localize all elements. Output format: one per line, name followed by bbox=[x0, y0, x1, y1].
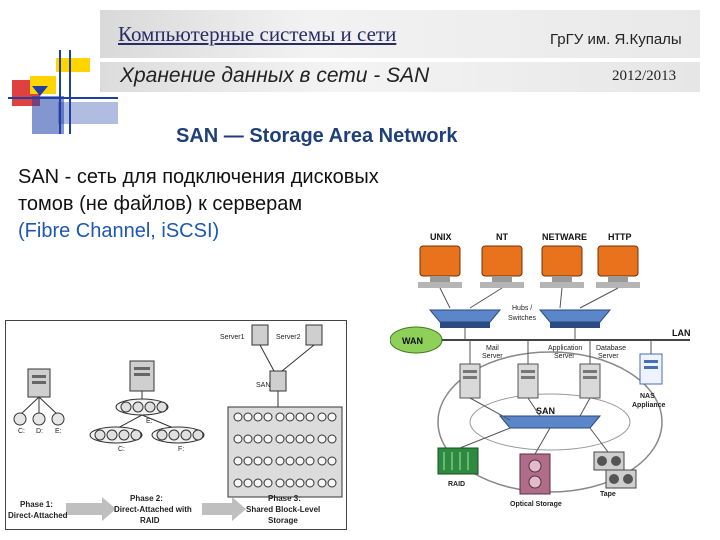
server-icon bbox=[252, 325, 268, 345]
phase2-desc2: RAID bbox=[140, 516, 160, 525]
svg-text:E:: E: bbox=[55, 428, 62, 435]
optical-label: Optical Storage bbox=[510, 501, 562, 508]
unix-label: UNIX bbox=[430, 232, 452, 242]
phase3-desc1: Shared Block-Level bbox=[246, 505, 320, 514]
computer-icon bbox=[596, 246, 640, 288]
san-label-left: SAN bbox=[256, 382, 270, 389]
university-logo bbox=[8, 50, 118, 140]
academic-year: 2012/2013 bbox=[612, 68, 676, 85]
server-icon bbox=[518, 364, 538, 398]
server-icon bbox=[580, 364, 600, 398]
raid-icon bbox=[438, 448, 478, 474]
tape-label: Tape bbox=[600, 491, 616, 498]
server-icon bbox=[130, 361, 154, 391]
lan-label: LAN bbox=[672, 328, 691, 338]
svg-text:F:: F: bbox=[178, 446, 184, 453]
raid-label: RAID bbox=[448, 481, 465, 488]
tape-icon bbox=[594, 452, 636, 488]
server2-label: Server2 bbox=[276, 334, 301, 341]
phase2-label: Phase 2: bbox=[130, 494, 163, 503]
http-label: HTTP bbox=[608, 232, 632, 242]
switches-label: Switches bbox=[508, 315, 537, 322]
computer-icon bbox=[480, 246, 524, 288]
san-network-diagram: UNIX NT NETWARE HTTP Hubs / Switches WAN… bbox=[390, 230, 712, 520]
hubs-label: Hubs / bbox=[512, 305, 532, 312]
db-label-1: Database bbox=[596, 345, 626, 352]
disk-icon bbox=[14, 413, 26, 425]
wan-label: WAN bbox=[402, 336, 423, 346]
body-line-2: томов (не файлов) к серверам bbox=[18, 191, 478, 218]
nas-label-1: NAS bbox=[640, 393, 655, 400]
storage-phases-diagram: C:D:E: E: C:F: Server1 bbox=[5, 320, 347, 530]
slide-heading: SAN — Storage Area Network bbox=[176, 125, 458, 148]
computer-icon bbox=[418, 246, 462, 288]
body-line-1: SAN - сеть для подключения дисковых bbox=[18, 164, 478, 191]
server-icon bbox=[270, 371, 286, 391]
mail-label-1: Mail bbox=[486, 345, 499, 352]
netware-label: NETWARE bbox=[542, 232, 587, 242]
university-name: ГрГУ им. Я.Купалы bbox=[550, 31, 682, 48]
slide-subtitle: Хранение данных в сети - SAN bbox=[120, 64, 429, 88]
server1-label: Server1 bbox=[220, 334, 245, 341]
server-icon bbox=[28, 369, 50, 397]
san-switch-icon bbox=[500, 416, 600, 428]
server-icon bbox=[460, 364, 480, 398]
nas-appliance-icon bbox=[640, 354, 662, 384]
disk-icon bbox=[52, 413, 64, 425]
optical-storage-icon bbox=[520, 454, 550, 494]
nas-label-2: Appliance bbox=[632, 402, 666, 409]
nt-label: NT bbox=[496, 232, 508, 242]
presentation-title: Компьютерные системы и сети bbox=[118, 22, 396, 47]
svg-text:C:: C: bbox=[18, 428, 25, 435]
app-label-2: Server bbox=[554, 353, 575, 360]
phase3-label: Phase 3: bbox=[268, 494, 301, 503]
phase1-label: Phase 1: bbox=[20, 500, 53, 509]
svg-text:C:: C: bbox=[118, 446, 125, 453]
app-label-1: Application bbox=[548, 345, 582, 352]
phase1-desc: Direct-Attached bbox=[8, 511, 68, 520]
computer-icon bbox=[540, 246, 584, 288]
switch-icon bbox=[540, 310, 610, 328]
phase2-desc1: Direct-Attached with bbox=[114, 505, 192, 514]
svg-text:D:: D: bbox=[36, 428, 43, 435]
switch-icon bbox=[430, 310, 500, 328]
server-icon bbox=[306, 325, 322, 345]
disk-icon bbox=[33, 413, 45, 425]
phase3-desc2: Storage bbox=[268, 516, 298, 525]
